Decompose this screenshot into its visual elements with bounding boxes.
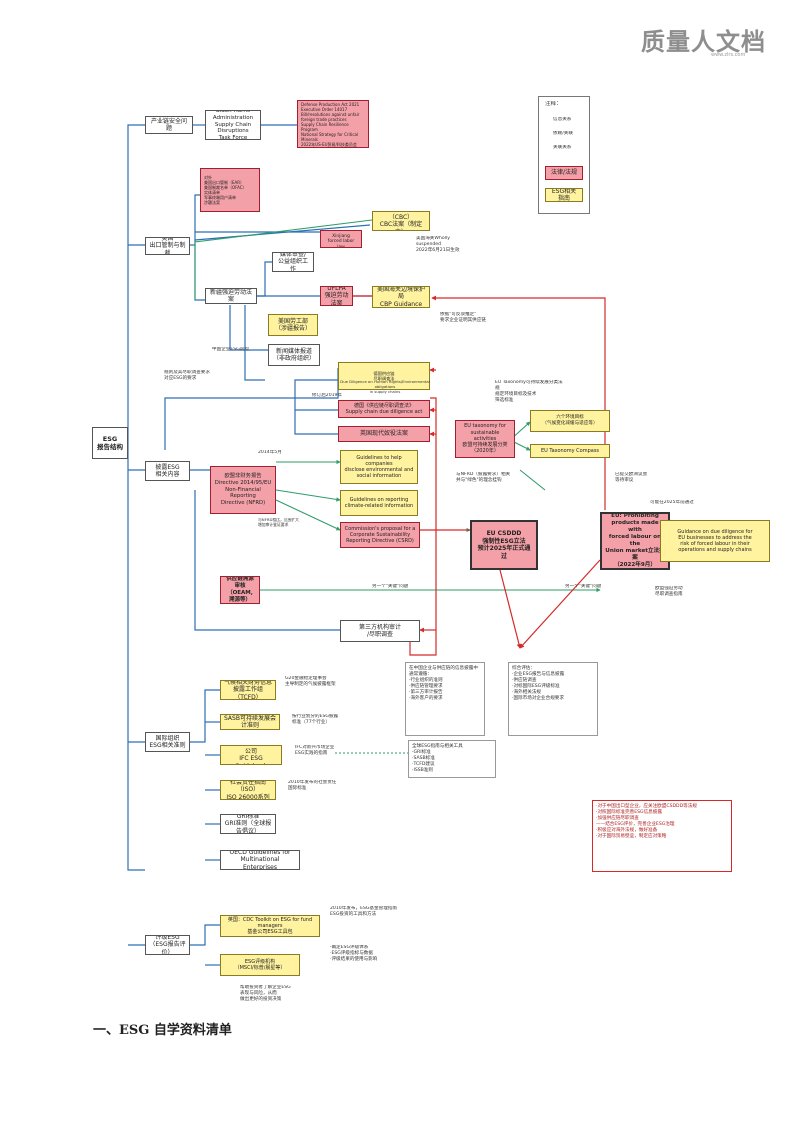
legend-red-box: 法律/法规 (545, 166, 583, 180)
site-logo: 质量人文档 www.zlrs.com (641, 22, 781, 58)
eu-csrd-node: Commission's proposal for a Corporate Su… (340, 522, 420, 548)
sasb-note: 按行业划分的ESG披露 标准（77个行业） (292, 714, 339, 725)
eu-guide1-node: Guidelines to help companies disclose en… (340, 450, 418, 484)
germany-supply-chain-node: 德国供应链 尽职调查法 (338, 362, 430, 390)
root-node: ESG 报告结构 (92, 427, 128, 459)
ifc-node: 世界银行/国际金融公司 IFC ESG Guidebook (220, 745, 282, 765)
guidance-note: 欧盟强迫劳动 尽职调查指南 (655, 586, 683, 597)
cbp-guidance-note: 依据"可反驳推定" 要求企业证明其供应链 (440, 312, 486, 323)
supply-trace-node: 供应链溯源审核 （OEAM, 溯源等） (220, 576, 260, 604)
eu-forced-note2: 可能在2025年前通过 (650, 500, 694, 505)
legend-item-info: 信息关系 (553, 117, 572, 122)
china-esg-label: 中国企业ESG风险 (212, 347, 249, 352)
supply-chain-node: 产业链安全问题 (145, 116, 193, 134)
third-party-node: 第三方机构审计 /尽职调查 (340, 620, 420, 642)
third-note1: 在中国企业与供应链的信息披露中 通常遵循： ·行业组织的准则 ·供应链管理要求 … (405, 662, 485, 736)
eu-taxonomy-node: EU taxonomy for sustainable activities 欧… (455, 420, 515, 458)
intl-node: 国际组织 ESG相关准则 (145, 732, 190, 752)
us-dept-labor-node: 美国劳工部 （涉疆报告） (268, 314, 318, 336)
ifc-note: IFC对新兴市场企业 ESG实践的指南 (295, 745, 335, 756)
cdc-note: 2010年发布，ESG基金管理指南 ESG投资的工具和方法 (330, 906, 398, 917)
nfrd-year: 2014年5月 (258, 450, 282, 455)
rating-node: 评级ESG （ESG报告评价） (145, 935, 190, 955)
cbp-guidance-node: 美国海关边境保护局 CBP Guidance (372, 286, 430, 308)
red-summary-note: ·对于中国出口型企业，应关注欧盟CSDDD等法规 ·对照国际标准完善ESG信息披… (592, 800, 732, 872)
supply-trace-label2: 另一个"关键"问题 (565, 584, 602, 589)
biden-detail-node: Defense Production Act 2021 Executive Or… (297, 100, 369, 148)
germany-title: 德国供应链 尽职调查法 (373, 370, 395, 381)
logo-text: 质量人文档 (641, 28, 766, 56)
uflpa-node: UFLPA 强迫劳动法案 (320, 286, 353, 306)
legend-title: 注释： (545, 101, 562, 107)
legend-item-rel: 关联关系 (553, 145, 572, 150)
cbc-node: 美国国会会（CBC） CBC法案（制定中） (372, 211, 430, 231)
gri-node: GRI标准 GRI准则（全球报告倡议） (220, 814, 276, 834)
us-import-detail-node: 对外 美国出口管制（EAR） 美国制裁名单（OFAC） 实体清单 军事终端用户清… (200, 168, 260, 212)
esg-rating-note: ·确定ESG评级体系 ·ESG评级指标与数据 ·评级结果的使用与影响 (330, 945, 378, 962)
csrd-note: 与NFRD相比，范围扩大 增加审计鉴证要求 (258, 518, 299, 527)
iso-note: 2010年发布的社会责任 国际标准 (288, 780, 337, 791)
media-node: 媒体审查/ 公益组织工作 (272, 252, 314, 272)
legend-yellow-box: ESG相关指南 (545, 188, 583, 202)
swiss-node: 德国《供应链尽职调查法》 Supply chain due diligence … (338, 400, 430, 418)
biden-task-force-node: Biden-Harris Administration Supply Chain… (205, 110, 261, 140)
tcfd-node: 气候相关财务信息 披露工作组（TCFD） (220, 680, 276, 700)
eu-forced-note: 已提交欧洲议会 等待审议 (615, 472, 648, 483)
esg-rating-note2: 帮助投资者了解企业ESG 表现与风险，从而 做出更好的投资决策 (240, 985, 291, 1002)
uk-note: 修订后2019年 (312, 393, 343, 398)
iso-node: 社会责任指南（ISO） ISO 26000系列 (220, 780, 276, 800)
ifc-box: 全球ESG指南与相关工具 ·GRI标准 ·SASB标准 ·TCFD建议 ·ISS… (408, 740, 496, 778)
eu-guide2-node: Guidelines on reporting climate-related … (340, 490, 418, 516)
eu-taxonomy-note: EU Taxonomy可持续发展分类法规 规定环境目标及技术 筛选标准 (495, 380, 563, 403)
ratio-press-node: 新闻媒体报道 （非政府组织） (268, 344, 320, 366)
uflpa-note-node: UFLPA: Xinjiang forced labor law (320, 230, 362, 248)
esg-rating-node: ESG评级机构 （MSCI/标普/晨星等） (220, 954, 300, 976)
page-heading: 一、ESG 自学资料清单 (93, 1023, 232, 1038)
xinjiang-body-node: 新疆强迫劳动法案 (205, 288, 257, 304)
logo-url: www.zlrs.com (711, 52, 746, 58)
dodd-note: 规则及其尽职调查要求 对应ESG的要求 (164, 370, 210, 381)
oecd-node: OECD Guidelines for Multinational Enterp… (220, 850, 300, 870)
eu-taxonomy-box1: 六个环境目标 （气候变化减缓与适应等） (530, 410, 610, 432)
guidance-node: Guidance on due diligence for EU busines… (660, 520, 770, 562)
eu-taxonomy-compass: EU Taxonomy Compass (530, 444, 610, 458)
legend-item-dep: 依赖/关联 (553, 131, 573, 136)
uk-node: 英国现代奴役法案 (338, 426, 430, 442)
eu-forced-labour-node: EU: Prohibiting products made with force… (600, 512, 670, 570)
swiss-detail: Due Diligence on Human Rights/Environmen… (340, 380, 430, 394)
cbp-note2: 美国海关Wholly suspended 2022年6月21日生效 (416, 236, 460, 253)
eu-taxonomy-note2: 与NFRD（披露要求）相关 并与"绿色"的理念挂钩 (456, 472, 511, 483)
cdc-node: 英国：CDC Toolkit on ESG for fund managers … (220, 915, 320, 937)
us-import-node: 美国 出口管制与制裁 (145, 237, 190, 255)
sasb-node: SASB可持续发展会计准则 (220, 714, 280, 730)
eu-nfrd-node: 欧盟非财务报告 Directive 2014/95/EU Non-Financi… (210, 466, 276, 514)
supply-trace-label1: 另一个"关键"问题 (372, 584, 409, 589)
esg-info-node: 披露ESG 相关内容 (145, 461, 190, 481)
eu-csddd-node: EU CSDDD 强制性ESG立法 预计2025年正式通过 (470, 520, 538, 570)
tcfd-note: G20金融稳定理事会 主导制定的气候披露框架 (285, 676, 336, 687)
third-note2: 综合评估： ·企业ESG报告与信息披露 ·供应链调查 ·对标国际ESG评级标准 … (508, 662, 598, 736)
